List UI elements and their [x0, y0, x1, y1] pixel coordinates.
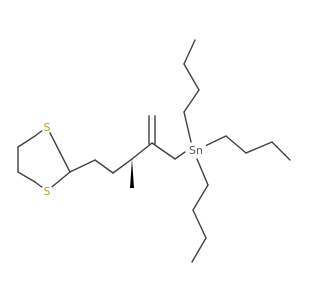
bond-b1c1-b1c2: [183, 89, 200, 113]
sn-label-mask: [186, 143, 206, 157]
bond-sn-b3c1: [196, 158, 209, 186]
bond-ring-c1-c2: [17, 135, 36, 148]
bond-c9-c10: [151, 142, 176, 160]
main-chain: [69, 142, 186, 174]
methylene-group: [148, 115, 156, 145]
bond-b1c3-b1c4: [183, 39, 196, 65]
bond-b3c3-b3c4: [191, 237, 207, 263]
molecule-canvas: S S Sn: [17, 39, 291, 263]
bond-c8-c9: [131, 142, 153, 160]
bond-b2c2-b2c3: [245, 141, 273, 154]
bond-c10-sn: [174, 151, 186, 160]
bond-c5-c6: [69, 159, 96, 173]
bond-b2c1-b2c2: [225, 135, 247, 154]
butyl-chain-right: [204, 135, 291, 161]
bond-sn-b1c1: [183, 111, 192, 143]
butyl-chain-bottom: [191, 158, 209, 263]
bond-b3c1-b3c2: [192, 184, 209, 211]
dithiane-ring: [17, 126, 71, 192]
bond-b2c3-b2c4: [271, 141, 291, 161]
atom-label-sn: Sn: [189, 144, 203, 157]
bond-b1c2-b1c3: [183, 63, 200, 91]
molecule-drawing: S S Sn: [17, 39, 291, 263]
bond-ring-c5-s1: [46, 126, 71, 173]
atom-label-s1: S: [44, 121, 51, 134]
bond-b3c2-b3c3: [192, 209, 207, 239]
bond-ring-c3-c4: [17, 171, 36, 183]
s1-label-mask: [41, 121, 53, 133]
bond-c7-c8: [112, 158, 133, 174]
stereo-wedge-methyl: [130, 159, 134, 188]
bond-c6-c7: [94, 159, 114, 174]
s2-label-mask: [41, 185, 53, 197]
atom-label-s2: S: [44, 185, 51, 198]
bond-sn-b2c1: [204, 135, 227, 147]
butyl-chain-top: [183, 39, 200, 143]
